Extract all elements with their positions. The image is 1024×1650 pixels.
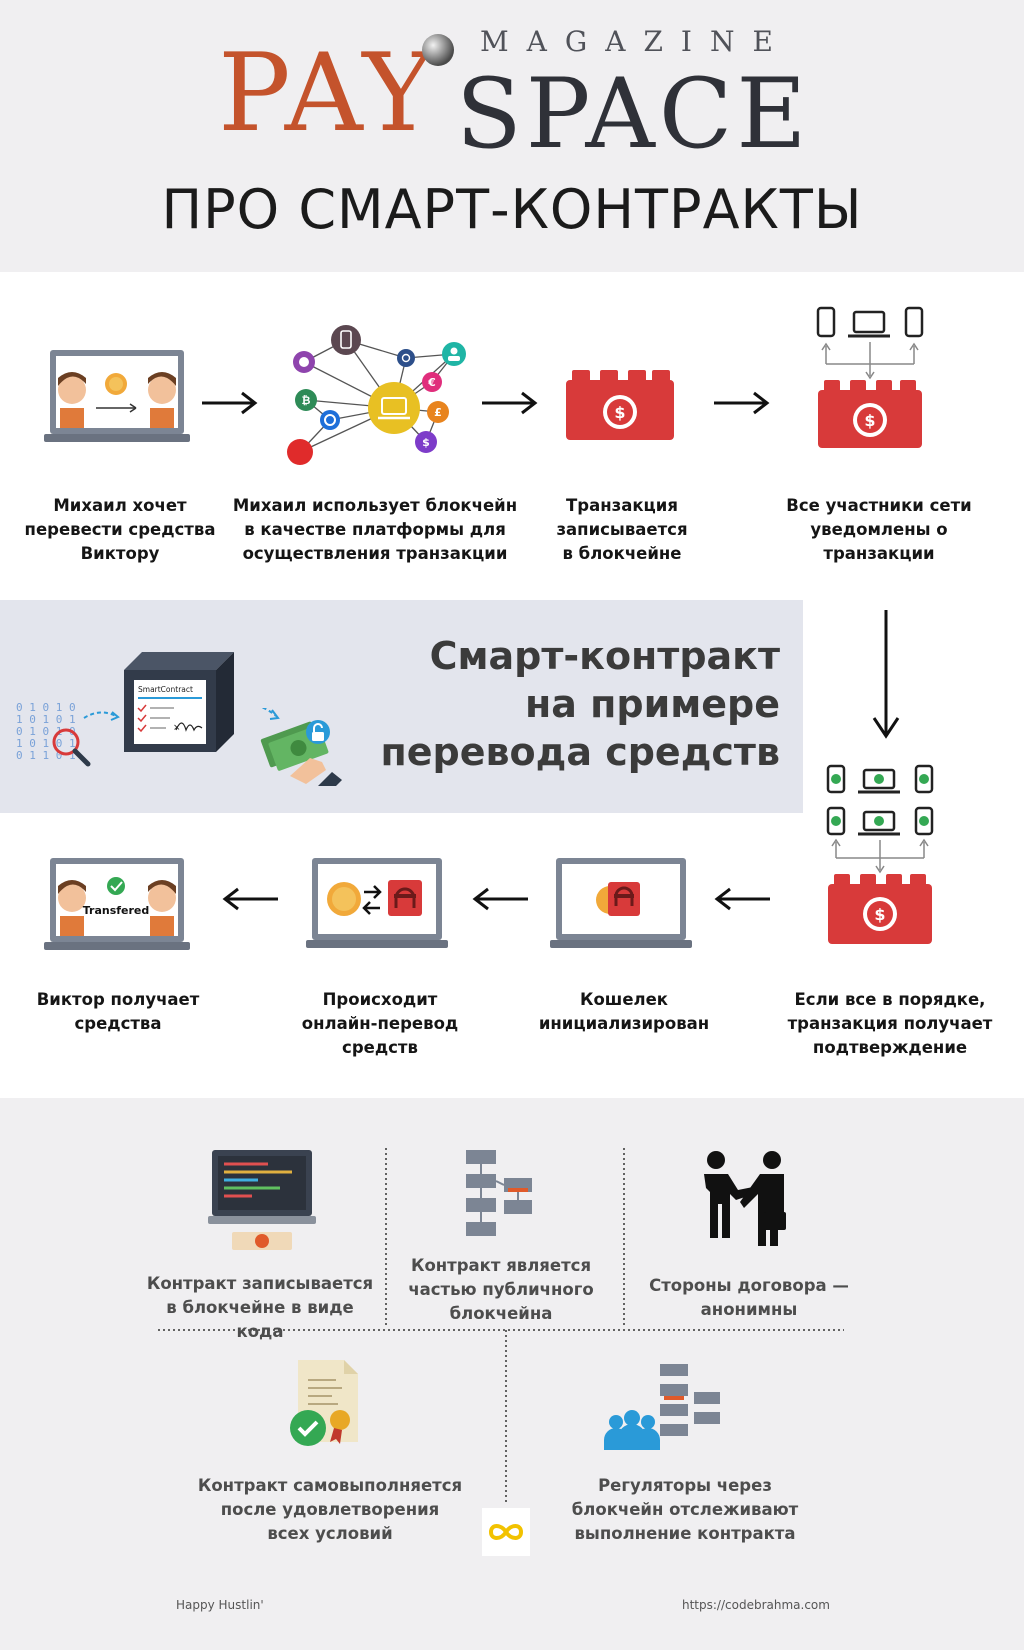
infinity-logo-icon [482,1508,530,1556]
header-band [0,0,1024,272]
svg-text:SmartContract: SmartContract [138,685,193,694]
smart-contract-box-icon: SmartContract × [124,652,234,752]
svg-text:$: $ [614,403,625,422]
network-confirm-icon: $ [826,764,934,944]
laptop-transfer-icon [44,350,190,442]
arrow-right-icon [202,391,258,415]
arrow-left-icon [472,887,528,911]
certified-document-icon [290,1360,358,1446]
svg-text:$: $ [422,436,430,449]
laptop-code-icon [208,1150,316,1250]
laptop-exchange-icon [306,858,448,948]
logo-space: SPACE [456,58,811,170]
feature-separators [158,1148,844,1504]
blockchain-tree-icon [466,1150,532,1236]
arrow-down-icon [872,610,900,739]
logo-ball-icon [422,34,454,66]
handshake-people-icon [704,1151,786,1246]
feature-anonymous: Стороны договора —анонимны [649,1276,849,1319]
laptop-transfered-icon: Transfered [44,858,190,950]
arrow-right-icon [482,391,538,415]
svg-text:€: € [427,376,436,389]
svg-text:$: $ [864,411,875,430]
regulators-icon [604,1364,720,1450]
smart-contract-flow-icon [52,708,280,767]
network-notify-icon: $ [816,306,924,448]
svg-text:×: × [173,723,181,733]
footer-left-text: Happy Hustlin' [176,1598,264,1612]
blockchain-block-icon: $ [566,370,674,440]
arrow-left-icon [714,887,770,911]
arrow-right-icon [714,391,770,415]
svg-text:Transfered: Transfered [83,904,150,917]
svg-text:£: £ [434,406,442,419]
footer-source-link[interactable]: https://codebrahma.com [682,1598,830,1612]
svg-text:$: $ [874,905,885,924]
logo-magazine: MAGAZINE [480,25,791,58]
arrow-left-icon [222,887,278,911]
laptop-wallet-icon [550,858,692,948]
blockchain-network-icon: ₿ € £ $ [287,325,466,465]
svg-text:₿: ₿ [302,394,311,407]
logo-pay: PAY [218,31,438,156]
money-unlock-icon [260,720,342,786]
page-title: ПРО СМАРТ-КОНТРАКТЫ [161,178,863,241]
